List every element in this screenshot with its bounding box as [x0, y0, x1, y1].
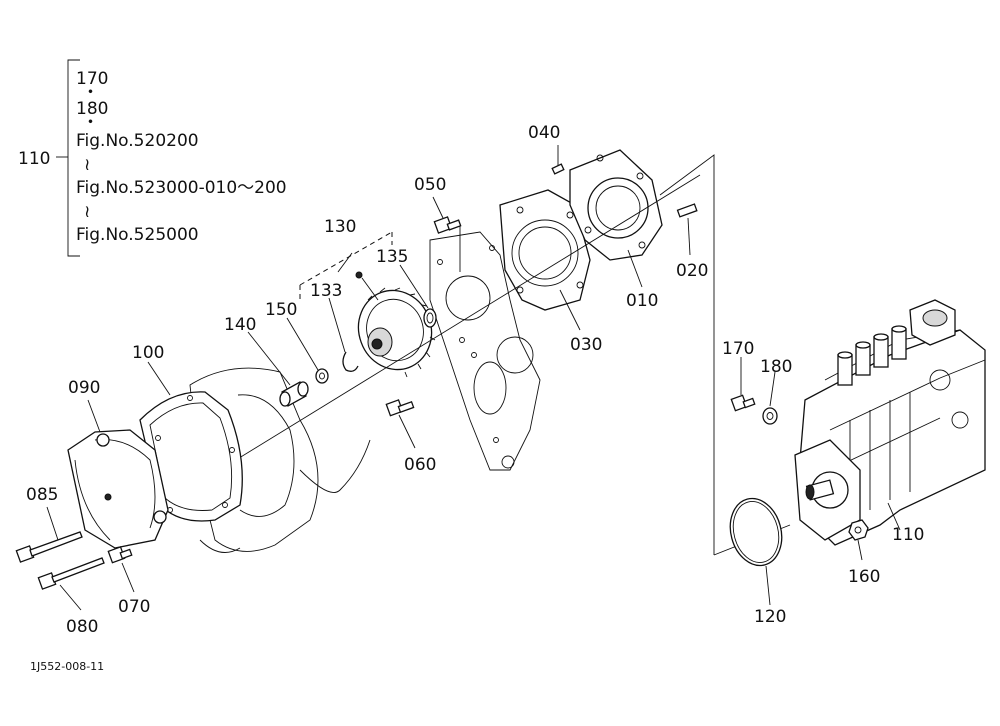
part-label-010: 010 — [626, 291, 658, 311]
part-label-050: 050 — [414, 175, 446, 195]
gasket-030 — [499, 189, 591, 311]
o-ring-120 — [729, 497, 783, 567]
bracket-line-6: ≀ — [84, 155, 90, 175]
gear-assembly-130 — [299, 231, 436, 378]
bracket-line-8: ≀ — [84, 202, 90, 222]
part-label-135: 135 — [376, 247, 408, 267]
bushing-140 — [279, 381, 309, 407]
nut-160 — [848, 519, 869, 541]
part-label-133: 133 — [310, 281, 342, 301]
cover-090 — [67, 429, 169, 549]
part-label-170: 170 — [722, 339, 754, 359]
part-label-070: 070 — [118, 597, 150, 617]
drawing-code: 1J552-008-11 — [30, 660, 104, 673]
bracket-line-2: ・ — [82, 83, 99, 103]
part-label-120: 120 — [754, 607, 786, 627]
part-label-090: 090 — [68, 378, 100, 398]
bracket-line-9: Fig.No.525000 — [76, 225, 199, 245]
bolt-060 — [385, 399, 415, 417]
engine-case-outline — [189, 367, 371, 553]
part-label-060: 060 — [404, 455, 436, 475]
bolt-080 — [37, 557, 105, 590]
leader-lines — [46, 145, 901, 611]
flange-010 — [569, 149, 663, 261]
part-label-020: 020 — [676, 261, 708, 281]
part-label-140: 140 — [224, 315, 256, 335]
injection-pump-110 — [794, 299, 986, 546]
part-label-180: 180 — [760, 357, 792, 377]
part-label-130: 130 — [324, 217, 356, 237]
part-label-160: 160 — [848, 567, 880, 587]
bolt-085 — [15, 531, 83, 563]
bracket-line-3: 180 — [76, 99, 108, 119]
bracket-group: 110 170 ・ 180 ・ Fig.No.520200 ≀ Fig.No.5… — [18, 59, 287, 257]
part-label-110: 110 — [892, 525, 924, 545]
bracket-line-5: Fig.No.520200 — [76, 131, 199, 151]
part-label-040: 040 — [528, 123, 560, 143]
gasket-plate — [429, 231, 541, 471]
bracket-group-label: 110 — [18, 149, 50, 169]
part-label-085: 085 — [26, 485, 58, 505]
pin-040 — [551, 163, 565, 175]
part-labels: 040 050 020 010 030 130 135 133 150 140 … — [26, 123, 924, 637]
bolt-070 — [107, 546, 133, 564]
washer-150 — [315, 368, 329, 384]
washer-180 — [762, 407, 778, 425]
stud-020 — [676, 203, 698, 218]
ring-135 — [423, 308, 437, 328]
bracket-line-7: Fig.No.523000-010～200 — [76, 178, 287, 198]
bolt-050 — [433, 216, 462, 272]
bracket-line-4: ・ — [82, 113, 99, 133]
part-label-100: 100 — [132, 343, 164, 363]
bolt-170 — [730, 394, 756, 412]
bracket-line-1: 170 — [76, 69, 108, 89]
part-label-030: 030 — [570, 335, 602, 355]
gasket-100 — [139, 391, 243, 522]
circlip-133 — [342, 351, 359, 372]
part-label-080: 080 — [66, 617, 98, 637]
part-label-150: 150 — [265, 300, 297, 320]
